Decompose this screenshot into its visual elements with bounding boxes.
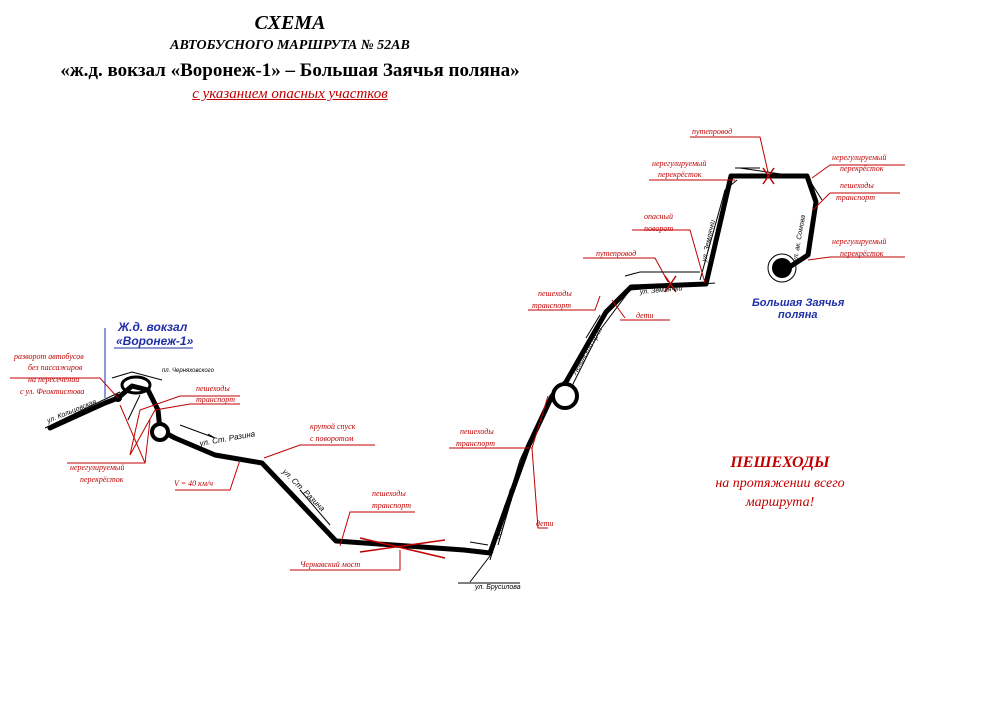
hazard-unreg-1: нерегулируемый	[70, 463, 124, 472]
stop-end-ring	[767, 253, 797, 283]
hazard-overpass-1: путепровод	[596, 249, 636, 258]
hazard-labels: разворот автобусов без пассажиров на пер…	[13, 127, 886, 569]
hazard-u-turn-3: на пересечении	[28, 375, 79, 384]
hazard-unreg-4: нерегулируемый	[832, 237, 886, 246]
hazard-unreg-2b: перекрёсток	[658, 170, 702, 179]
pedestrian-warning-line-2: маршрута!	[745, 495, 815, 510]
stop-start-label: Ж.д. вокзал	[117, 320, 188, 334]
route-name: «ж.д. вокзал «Воронеж-1» – Большая Заячь…	[60, 60, 520, 81]
hazard-unreg-1b: перекрёсток	[80, 475, 124, 484]
hazard-bridge: Чернавский мост	[300, 560, 360, 569]
hazard-steep-2: с поворотом	[310, 434, 354, 443]
hazard-marks	[359, 167, 775, 559]
hazard-speed: V = 40 км/ч	[174, 479, 213, 488]
hazard-ped-transport-5b: транспорт	[836, 193, 875, 202]
hazard-u-turn-4: с ул. Феоктистова	[20, 387, 84, 396]
stop-end-label: Большая Заячья	[752, 297, 845, 309]
road-lines	[44, 167, 823, 584]
hazard-danger-turn-2: поворот	[644, 224, 673, 233]
map-title: СХЕМА	[254, 12, 326, 34]
hazard-ped-transport-4b: транспорт	[456, 439, 495, 448]
stop-end-icon[interactable]	[772, 258, 792, 278]
street-st-razina-1: ул. Ст. Разина	[198, 429, 257, 448]
hazard-ped-transport-1b: транспорт	[196, 395, 235, 404]
hazard-children-1: дети	[636, 311, 653, 320]
hazard-children-2: дети	[536, 519, 553, 528]
map-subtitle: АВТОБУСНОГО МАРШРУТА № 52АВ	[170, 38, 410, 53]
street-chernyakhovskogo: пл. Черняховского	[162, 368, 215, 374]
hazard-danger-turn: опасный	[644, 212, 673, 221]
hazard-ped-transport-2: пешеходы	[372, 489, 406, 498]
street-zemlyachki-1: ул. Землячки	[639, 285, 683, 296]
roundabout-chernyakhovskogo	[150, 422, 170, 442]
hazard-ped-transport-3: пешеходы	[538, 289, 572, 298]
hazard-ped-transport-3b: транспорт	[532, 301, 571, 310]
stop-end-label-2: поляна	[778, 309, 818, 321]
hazard-unreg-2: нерегулируемый	[652, 159, 706, 168]
street-leninsky-2: Ленинский пр-т	[570, 326, 604, 377]
hazard-ped-transport-5: пешеходы	[840, 181, 874, 190]
pedestrian-warning-title: ПЕШЕХОДЫ	[730, 454, 830, 471]
hazard-caption: с указанием опасных участков	[192, 86, 388, 102]
direction-arrows	[179, 167, 760, 546]
hazard-u-turn-2: без пассажиров	[28, 363, 83, 372]
hazard-steep: крутой спуск	[310, 422, 356, 431]
pedestrian-warning-line-1: на протяжении всего	[715, 476, 845, 491]
hazard-ped-transport-2b: транспорт	[372, 501, 411, 510]
stop-start-label-2: «Воронеж-1»	[116, 334, 194, 348]
hazard-overpass-2: путепровод	[692, 127, 732, 136]
hazard-unreg-3b: перекрёсток	[840, 164, 884, 173]
hazard-ped-transport-1: пешеходы	[196, 384, 230, 393]
hazard-leaders	[10, 136, 905, 571]
turnaround-loop	[120, 375, 152, 395]
hazard-u-turn: разворот автобусов	[13, 352, 84, 361]
roundabout-leninsky	[551, 382, 579, 410]
hazard-unreg-3: нерегулируемый	[832, 153, 886, 162]
hazard-ped-transport-4: пешеходы	[460, 427, 494, 436]
street-leninsky-1: Ленинский пр-т	[494, 487, 516, 541]
hazard-unreg-4b: перекрёсток	[840, 249, 884, 258]
street-brusilova: ул. Брусилова	[474, 584, 521, 591]
